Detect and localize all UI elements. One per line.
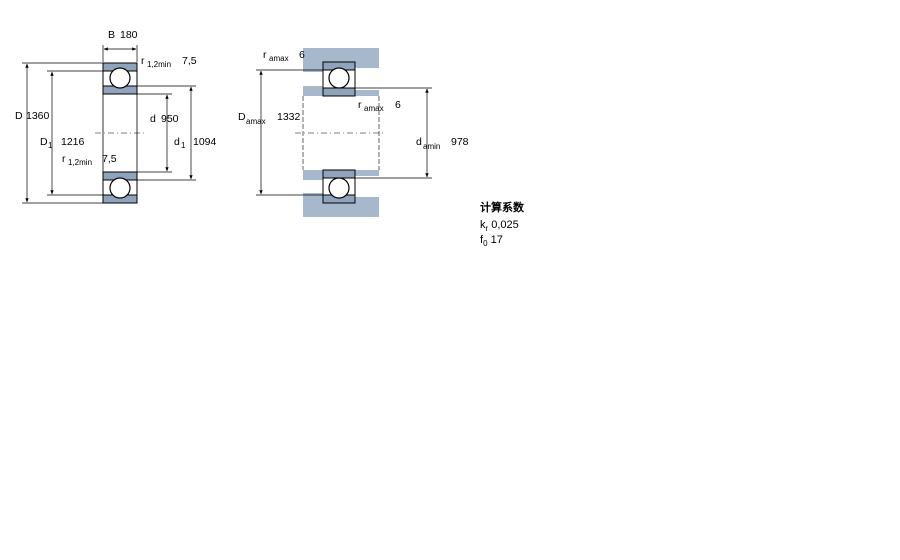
dim-r-bottom-label: r xyxy=(62,153,66,165)
abutment-bottom-ball xyxy=(328,177,350,199)
dim-damin-label: d xyxy=(416,136,422,148)
dim-Damax-sub: amax xyxy=(246,117,266,126)
calculation-factors: 计算系数 kr 0,025 f0 17 xyxy=(480,200,524,248)
calculation-factors-title: 计算系数 xyxy=(480,201,524,214)
dim-d-value: 950 xyxy=(161,113,179,125)
housing-top xyxy=(303,48,379,62)
dim-ramax-top: r amax 6 xyxy=(263,49,305,63)
dim-damin: d amin 978 xyxy=(355,87,469,179)
dim-ramax-mid: r amax 6 xyxy=(358,99,401,113)
dim-ramax-mid-value: 6 xyxy=(395,99,401,111)
dim-r-bottom-sub: 1,2min xyxy=(68,158,92,167)
dim-d1-sub: 1 xyxy=(181,141,186,150)
abutment-drawing xyxy=(295,48,385,217)
dim-ramax-top-label: r xyxy=(263,49,267,61)
dim-B: B 180 xyxy=(102,29,138,62)
bearing-cross-section xyxy=(95,62,145,204)
dim-r-bottom-value: 7,5 xyxy=(102,153,117,165)
top-ball xyxy=(109,67,131,89)
dim-Damax-label: D xyxy=(238,111,246,123)
dim-ramax-mid-label: r xyxy=(358,99,362,111)
abutment-top-ball xyxy=(328,67,350,89)
dim-D: D 1360 xyxy=(15,62,103,204)
bottom-ball xyxy=(109,177,131,199)
dim-D-value: 1360 xyxy=(26,110,50,122)
dim-ramax-top-sub: amax xyxy=(269,54,289,63)
dim-D-label: D xyxy=(15,110,23,122)
dim-d1-label: d xyxy=(174,136,180,148)
factor-kr: kr 0,025 xyxy=(480,219,519,233)
dim-r-top: r 1,2min 7,5 xyxy=(141,55,197,69)
factor-f0: f0 17 xyxy=(480,234,503,248)
dim-B-value: 180 xyxy=(120,29,138,41)
dim-r-top-sub: 1,2min xyxy=(147,60,171,69)
dim-D1-value: 1216 xyxy=(61,136,85,148)
dim-d1: d 1 1094 xyxy=(137,85,217,181)
housing-bottom xyxy=(303,203,379,217)
dim-ramax-mid-sub: amax xyxy=(364,104,384,113)
shaft-top xyxy=(303,86,323,96)
dim-r-bottom: r 1,2min 7,5 xyxy=(62,153,117,167)
dim-damin-sub: amin xyxy=(423,142,440,151)
dim-r-top-value: 7,5 xyxy=(182,55,197,67)
dim-d1-value: 1094 xyxy=(193,136,217,148)
dim-r-top-label: r xyxy=(141,55,145,67)
dim-B-label: B xyxy=(108,29,115,41)
dim-Damax-value: 1332 xyxy=(277,111,301,123)
dim-d: d 950 xyxy=(137,93,179,173)
dim-D1-sub: 1 xyxy=(48,141,53,150)
dim-damin-value: 978 xyxy=(451,136,469,148)
shaft-bottom xyxy=(303,170,323,180)
dim-d-label: d xyxy=(150,113,156,125)
dim-ramax-top-value: 6 xyxy=(299,49,305,61)
dim-D1: D 1 1216 xyxy=(40,70,103,196)
dim-Damax: D amax 1332 xyxy=(238,69,323,196)
dim-D1-label: D xyxy=(40,136,48,148)
